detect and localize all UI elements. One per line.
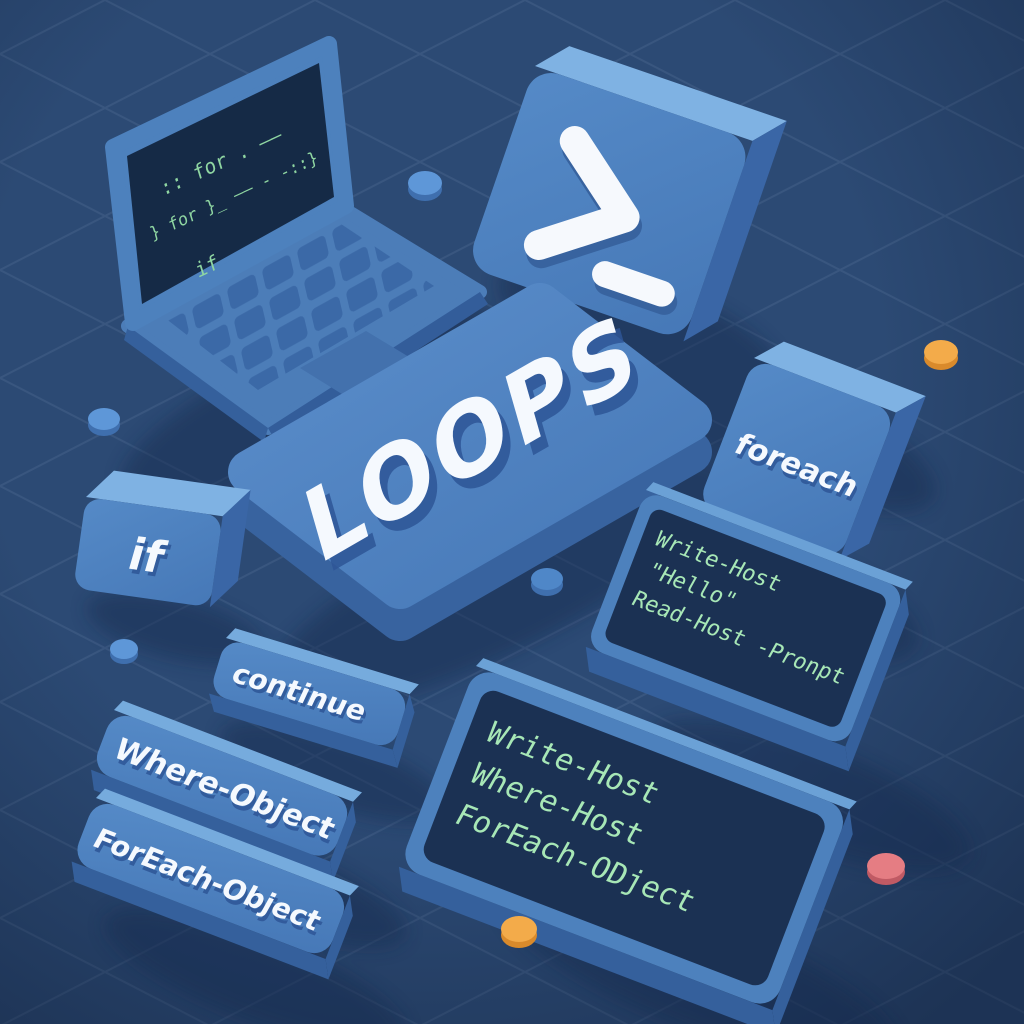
where-object-front-face bbox=[96, 715, 348, 856]
foreach-object-bottom-face bbox=[71, 861, 329, 980]
if-block-side-face bbox=[209, 489, 251, 608]
where-object-top-face bbox=[114, 700, 362, 802]
where-object-side-face bbox=[330, 801, 356, 882]
loops-plate: LOOPS LOOPS bbox=[228, 283, 712, 641]
decor-dot-orange-2 bbox=[501, 916, 537, 948]
terminal-screen-right: Write-Host "Hello" Read-Host -Pronpt bbox=[585, 482, 913, 772]
foreach-block-side-face bbox=[839, 396, 926, 560]
terminal-screen-bottom: Write-Host Where-Host ForEach-ODject bbox=[398, 658, 857, 1024]
prompt-chevron bbox=[523, 126, 640, 261]
foreach-object-side-face bbox=[325, 895, 353, 980]
decor-dot-blue-2 bbox=[88, 408, 120, 436]
powershell-prompt-icon bbox=[523, 126, 678, 315]
decor-dot-red-1 bbox=[867, 853, 905, 885]
decor-dot-blue-4 bbox=[531, 568, 563, 596]
foreach-object-top-face bbox=[96, 788, 359, 896]
continue-top-face bbox=[226, 628, 419, 695]
decor-dot-blue-1 bbox=[408, 171, 442, 201]
powershell-block bbox=[473, 46, 787, 342]
screen-bottom-side-edge bbox=[772, 809, 853, 1024]
laptop-base-edge-left bbox=[124, 326, 268, 442]
screen-right-display bbox=[605, 509, 886, 727]
screen-bottom-top-edge bbox=[476, 658, 857, 810]
screen-bottom-bottom-edge bbox=[398, 866, 776, 1024]
laptop-keyboard bbox=[165, 222, 434, 390]
foreach-object-front-face bbox=[77, 803, 345, 954]
laptop-touchpad bbox=[300, 331, 424, 404]
continue-front-face bbox=[213, 642, 406, 746]
screen-right-top-edge bbox=[646, 482, 913, 590]
prompt-underscore bbox=[592, 261, 675, 307]
decor-dot-orange-1 bbox=[924, 340, 958, 370]
continue-block: continue continue bbox=[209, 628, 419, 768]
screen-right-bottom-edge bbox=[585, 646, 849, 772]
laptop-icon: :: for . —— } for }_ —— - -::} if bbox=[105, 36, 488, 442]
decor-dots bbox=[88, 171, 958, 948]
foreach-block: foreach foreach bbox=[703, 341, 926, 560]
laptop-screen bbox=[127, 63, 334, 304]
powershell-block-top-face bbox=[535, 46, 787, 141]
foreach-block-top-face bbox=[754, 341, 926, 413]
continue-side-face bbox=[392, 694, 415, 768]
foreach-block-front-face bbox=[703, 363, 891, 555]
decor-dot-blue-3 bbox=[110, 639, 138, 664]
screen-right-side-edge bbox=[845, 589, 909, 772]
if-block-front-face bbox=[75, 499, 221, 606]
if-block-top-face bbox=[86, 470, 251, 517]
screen-bottom-display bbox=[423, 690, 825, 986]
continue-bottom-face bbox=[209, 693, 398, 768]
if-block: if if bbox=[75, 470, 251, 608]
loops-plate-top bbox=[228, 283, 712, 609]
powershell-block-side-face bbox=[683, 120, 787, 342]
